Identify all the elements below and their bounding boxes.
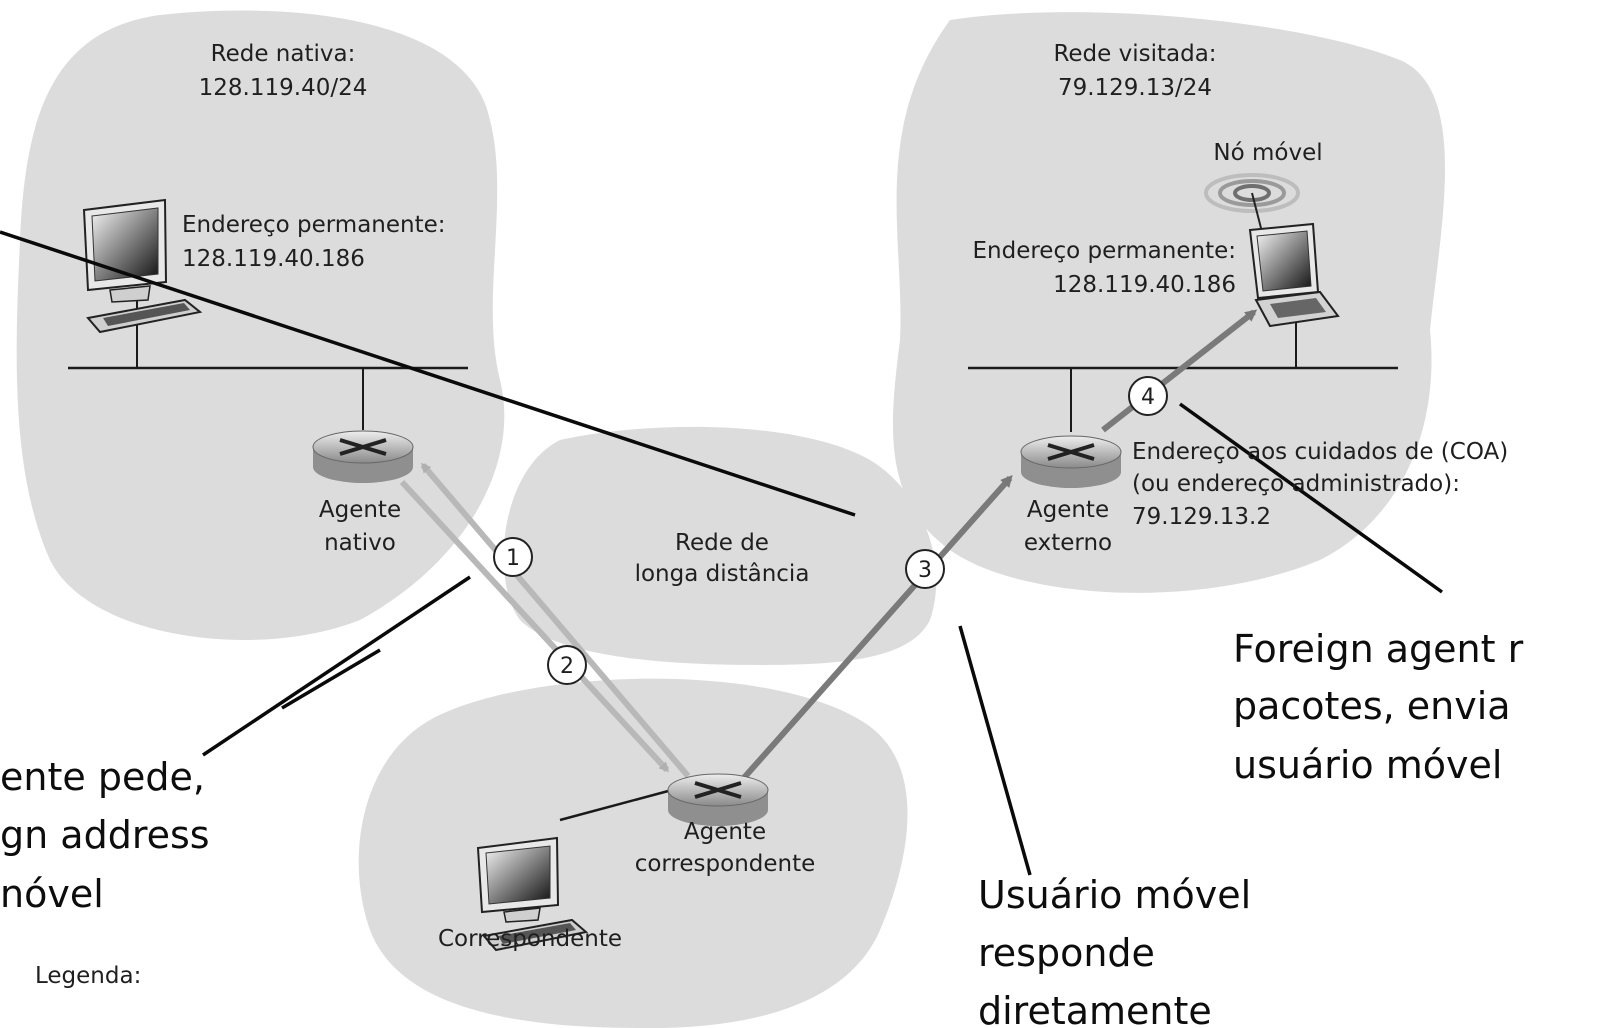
annotation-bracket-left: [281, 648, 381, 710]
correspondent-agent-label-1: Agente: [684, 819, 766, 845]
annotation-left-2: gn address: [0, 813, 210, 857]
home-agent-router-icon: [312, 430, 414, 483]
foreign-agent-label-2: externo: [1024, 530, 1112, 556]
foreign-agent-label-1: Agente: [1027, 497, 1109, 523]
correspondent-agent-label-2: correspondente: [635, 851, 816, 877]
annotation-right-3: usuário móvel: [1233, 743, 1502, 787]
correspondent-agent-router-icon: [667, 773, 769, 826]
svg-text:3: 3: [918, 558, 932, 583]
home-network-cloud: [16, 10, 505, 640]
annotation-bottom-1: Usuário móvel: [978, 873, 1251, 917]
visited-network-title: Rede visitada:: [1053, 41, 1216, 67]
annotation-left-1: ente pede,: [0, 755, 205, 799]
home-agent-label-1: Agente: [319, 497, 401, 523]
home-network-prefix: 128.119.40/24: [199, 75, 368, 101]
arrow-4-dark: [1101, 309, 1258, 433]
arrow-1-light: [420, 462, 691, 778]
home-host-address-label: Endereço permanente:: [182, 212, 446, 238]
correspondent-link: [559, 788, 673, 822]
visited-network-prefix: 79.129.13/24: [1058, 75, 1212, 101]
foreign-agent-router-icon: [1020, 435, 1122, 488]
step-3-badge: 3: [905, 549, 945, 589]
arrow-2-light: [399, 479, 670, 773]
home-agent-label-2: nativo: [324, 530, 396, 556]
wan-label-1: Rede de: [675, 530, 769, 556]
svg-text:2: 2: [560, 654, 574, 679]
annotation-right-1: Foreign agent r: [1233, 627, 1524, 671]
svg-text:1: 1: [506, 546, 520, 571]
step-1-badge: 1: [493, 537, 533, 577]
coa-label-2: (ou endereço administrado):: [1132, 471, 1460, 497]
home-host-address: 128.119.40.186: [182, 246, 365, 272]
mobile-node-label: Nó móvel: [1213, 140, 1322, 166]
coa-address: 79.129.13.2: [1132, 504, 1271, 530]
legend-label: Legenda:: [35, 963, 141, 989]
home-computer-icon: [82, 198, 203, 334]
mobile-host-address: 128.119.40.186: [1053, 272, 1236, 298]
wan-cloud: [503, 426, 937, 665]
arrow-3-dark: [739, 475, 1013, 782]
svg-text:4: 4: [1141, 385, 1155, 410]
mobile-host-address-label: Endereço permanente:: [972, 238, 1236, 264]
step-4-badge: 4: [1128, 376, 1168, 416]
mobile-laptop-icon: [1248, 222, 1340, 328]
step-2-badge: 2: [547, 645, 587, 685]
home-network-title: Rede nativa:: [211, 41, 356, 67]
annotation-line-left: [202, 575, 471, 757]
annotation-left-3: nóvel: [0, 872, 104, 916]
annotation-bottom-2: responde: [978, 931, 1155, 975]
correspondent-label: Correspondente: [438, 926, 622, 952]
annotation-right-2: pacotes, envia: [1233, 684, 1511, 728]
annotation-line-bottom: [958, 625, 1032, 876]
wireless-signal-icon: [1204, 173, 1300, 233]
wan-label-2: longa distância: [635, 561, 810, 587]
coa-label-1: Endereço aos cuidados de (COA): [1132, 439, 1508, 465]
annotation-line-right: [1178, 402, 1444, 594]
annotation-bottom-3: diretamente: [978, 989, 1212, 1028]
correspondent-computer-icon: [476, 836, 589, 952]
annotation-line-top: [0, 230, 856, 517]
